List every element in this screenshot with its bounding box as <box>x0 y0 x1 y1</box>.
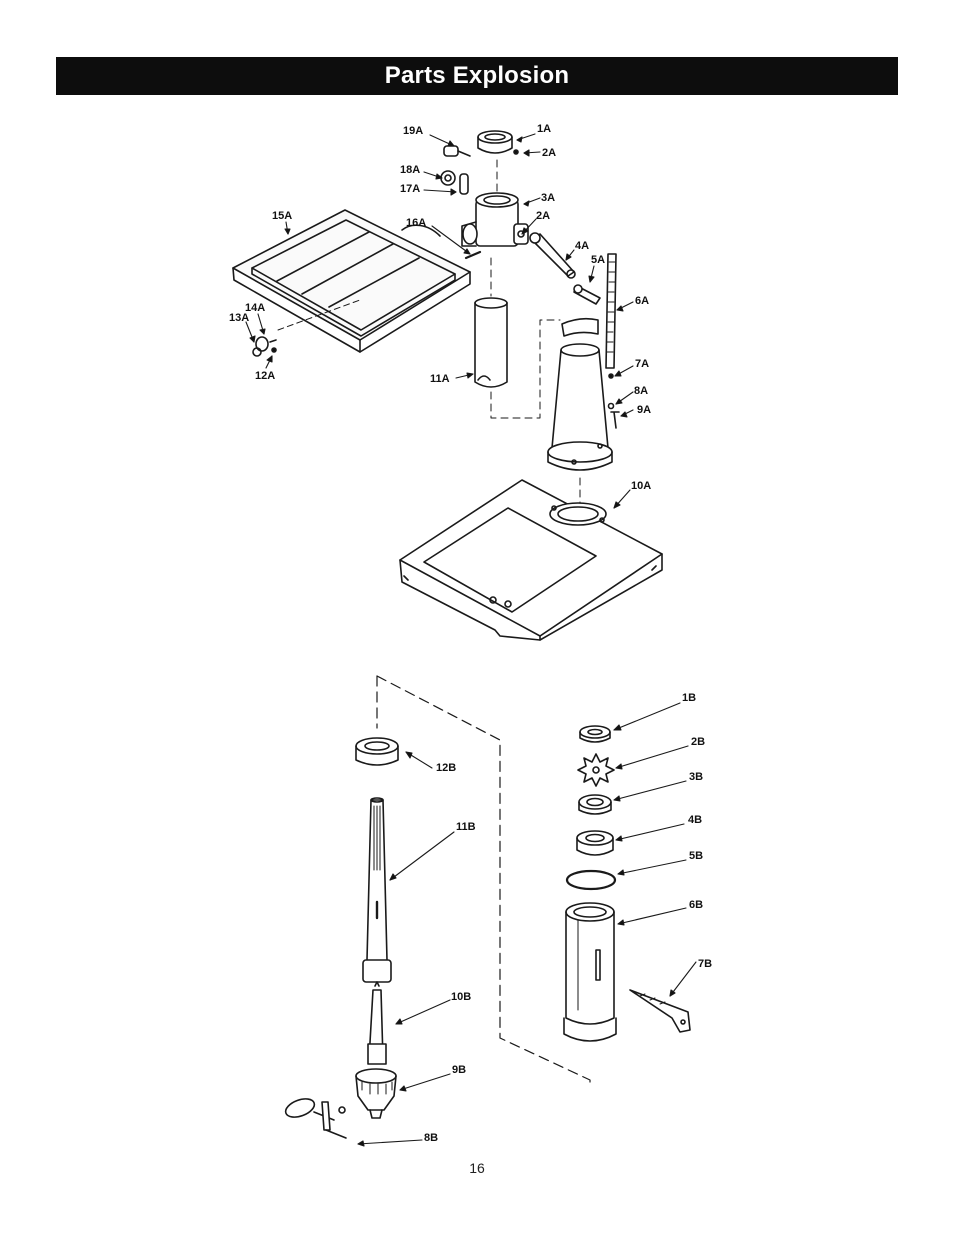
page-title-banner: Parts Explosion <box>56 57 898 95</box>
label-4a: 4A <box>575 240 589 252</box>
drill-arbor <box>367 981 387 1065</box>
label-3b: 3B <box>689 771 703 783</box>
bracket-pin <box>464 250 482 260</box>
label-11a: 11A <box>430 373 450 385</box>
label-9b: 9B <box>452 1064 466 1076</box>
crank-handle <box>529 232 576 279</box>
label-6b: 6B <box>689 899 703 911</box>
handle-grip <box>573 284 601 305</box>
label-12b: 12B <box>436 762 456 774</box>
label-5b: 5B <box>689 850 703 862</box>
label-7a: 7A <box>635 358 649 370</box>
depth-pointer <box>629 989 691 1033</box>
drill-chuck <box>355 1068 397 1119</box>
column-tube <box>474 297 508 388</box>
label-9a: 9A <box>637 404 651 416</box>
column-collar <box>477 130 519 155</box>
label-8a: 8A <box>634 385 648 397</box>
label-15a: 15A <box>272 210 292 222</box>
column-rack <box>605 253 617 369</box>
label-3a: 3A <box>541 192 555 204</box>
leader-lines-b <box>357 702 697 1147</box>
column-cover <box>561 317 599 337</box>
label-19a: 19A <box>403 125 423 137</box>
label-18a: 18A <box>400 164 420 176</box>
label-5a: 5A <box>591 254 605 266</box>
quill-tube <box>563 902 617 1042</box>
table-lock-knob <box>252 336 277 357</box>
label-1b: 1B <box>682 692 696 704</box>
washer <box>607 402 615 410</box>
set-screw <box>608 373 614 379</box>
label-4b: 4B <box>688 814 702 826</box>
label-17a: 17A <box>400 183 420 195</box>
page-number: 16 <box>469 1160 485 1176</box>
label-12a: 12A <box>255 370 275 382</box>
work-table <box>232 209 471 353</box>
label-11b: 11B <box>456 821 476 833</box>
worm-and-gear <box>440 145 471 195</box>
label-6a: 6A <box>635 295 649 307</box>
star-washer <box>577 753 615 787</box>
label-16a: 16A <box>406 217 426 229</box>
chuck-key <box>284 1098 347 1139</box>
label-14a: 14A <box>245 302 265 314</box>
column-support <box>547 343 613 471</box>
bolt <box>610 411 620 429</box>
assembly-outline-b <box>376 675 591 1087</box>
leader-lines-a <box>245 133 634 509</box>
quill-bearing-upper <box>578 794 612 815</box>
label-1a: 1A <box>537 123 551 135</box>
label-2a: 2A <box>536 210 550 222</box>
label-13a: 13A <box>229 312 249 324</box>
label-10b: 10B <box>451 991 471 1003</box>
label-7b: 7B <box>698 958 712 970</box>
label-2b: 2B <box>691 736 705 748</box>
label-2a-top: 2A <box>542 147 556 159</box>
label-8b: 8B <box>424 1132 438 1144</box>
retaining-ring <box>565 869 617 891</box>
label-10a: 10A <box>631 480 651 492</box>
spindle-nut <box>579 725 611 743</box>
spindle-bearing-top <box>355 737 399 766</box>
spindle-shaft <box>362 797 392 983</box>
table-bracket <box>461 192 529 247</box>
quill-bearing-lower <box>576 830 614 856</box>
page-title: Parts Explosion <box>384 62 570 89</box>
drill-press-base <box>399 479 663 641</box>
